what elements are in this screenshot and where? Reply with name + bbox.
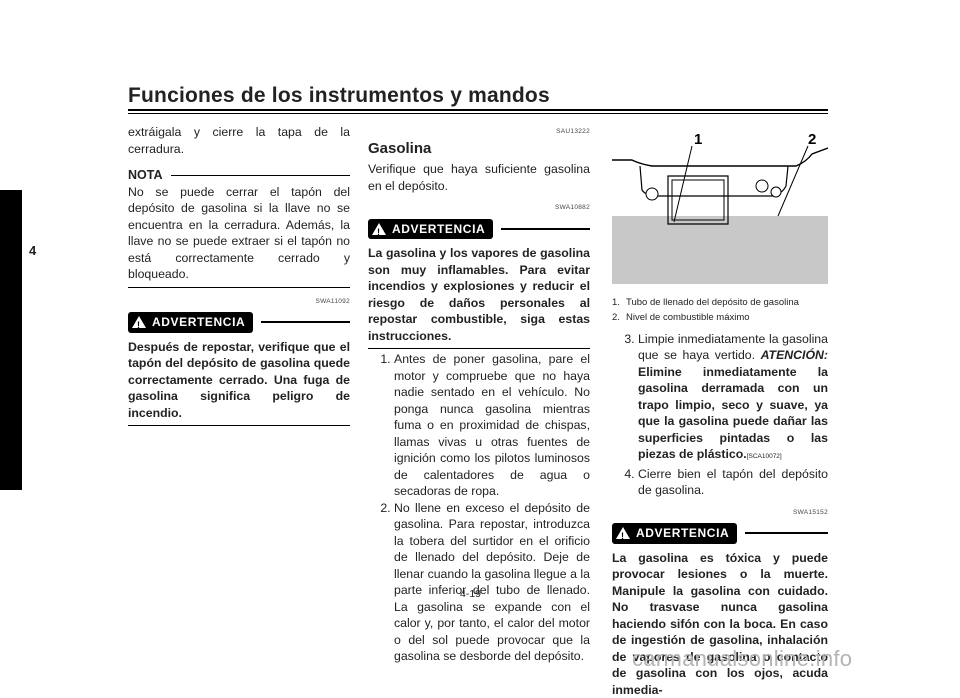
note-label: NOTA	[128, 167, 163, 184]
caption-1: 1.Tubo de llenado del depósito de gasoli…	[612, 295, 828, 310]
column-2: SAU13222 Gasolina Verifique que haya suf…	[368, 124, 590, 665]
attention-label: ATENCIÓN:	[761, 348, 828, 362]
title-rule-thin	[128, 113, 828, 114]
section-code: SAU13222	[368, 124, 590, 141]
warning-text: La gasolina es tóxica y puede provocar l…	[612, 550, 828, 698]
steps-list: Antes de poner gasolina, pare el motor y…	[368, 351, 590, 665]
figure-label-2: 2	[808, 131, 816, 148]
warning-label: ADVERTENCIA	[636, 525, 729, 542]
intro-text: extráigala y cierre la tapa de la cerrad…	[128, 124, 350, 157]
column-3: 1 2 1.Tubo de llenado del depósito de ga…	[612, 124, 828, 698]
warning-header: ! ADVERTENCIA	[368, 219, 590, 240]
warning-rule	[501, 228, 590, 230]
note-end-rule	[128, 287, 350, 288]
warning-triangle-icon: !	[372, 223, 386, 235]
warning-text: La gasolina y los vapores de gasolina so…	[368, 245, 590, 344]
warning-triangle-icon: !	[132, 316, 146, 328]
title-rule	[128, 109, 828, 111]
figure-captions: 1.Tubo de llenado del depósito de gasoli…	[612, 295, 828, 325]
fuel-level-area	[612, 216, 828, 284]
reference-code: [SCA10072]	[747, 453, 782, 460]
attention-text: Elimine inmediatamente la gasolina derra…	[638, 365, 828, 462]
warning-header: ! ADVERTENCIA	[128, 312, 350, 333]
warning-label: ADVERTENCIA	[392, 221, 485, 238]
section-intro: Verifique que haya suficiente gasolina e…	[368, 161, 590, 194]
step-2: No llene en exceso el depósito de gasoli…	[394, 500, 590, 665]
warning-header: ! ADVERTENCIA	[612, 523, 828, 544]
warning-code: SWA15152	[612, 505, 828, 522]
note-text: No se puede cerrar el tapón del depósito…	[128, 184, 350, 283]
step-3: Limpie inmediatamente la gasolina que se…	[638, 331, 828, 466]
chapter-tab	[0, 190, 22, 490]
warning-badge: ! ADVERTENCIA	[612, 523, 737, 544]
warning-rule	[745, 532, 828, 534]
warning-badge: ! ADVERTENCIA	[128, 312, 253, 333]
page-title: Funciones de los instrumentos y mandos	[128, 84, 550, 108]
caption-2: 2.Nivel de combustible máximo	[612, 310, 828, 325]
warning-end-rule	[128, 425, 350, 426]
warning-code: SWA11092	[128, 294, 350, 311]
warning-triangle-icon: !	[616, 527, 630, 539]
section-heading: Gasolina	[368, 141, 590, 158]
fuel-tank-figure: 1 2	[612, 124, 828, 284]
step-1: Antes de poner gasolina, pare el motor y…	[394, 351, 590, 500]
warning-text: Después de repostar, verifique que el ta…	[128, 339, 350, 422]
warning-end-rule	[368, 348, 590, 349]
warning-code: SWA10882	[368, 200, 590, 217]
note-rule	[171, 175, 351, 176]
chapter-number: 4	[29, 243, 36, 258]
page-number: 4-19	[460, 588, 481, 600]
step-4: Cierre bien el tapón del depósito de gas…	[638, 466, 828, 499]
figure-label-1: 1	[694, 131, 702, 148]
steps-list-continued: Limpie inmediatamente la gasolina que se…	[612, 331, 828, 499]
column-1: extráigala y cierre la tapa de la cerrad…	[128, 124, 350, 426]
note-header: NOTA	[128, 167, 350, 184]
warning-rule	[261, 321, 350, 323]
warning-badge: ! ADVERTENCIA	[368, 219, 493, 240]
watermark: carmanualsonline.info	[632, 646, 852, 672]
warning-label: ADVERTENCIA	[152, 314, 245, 331]
